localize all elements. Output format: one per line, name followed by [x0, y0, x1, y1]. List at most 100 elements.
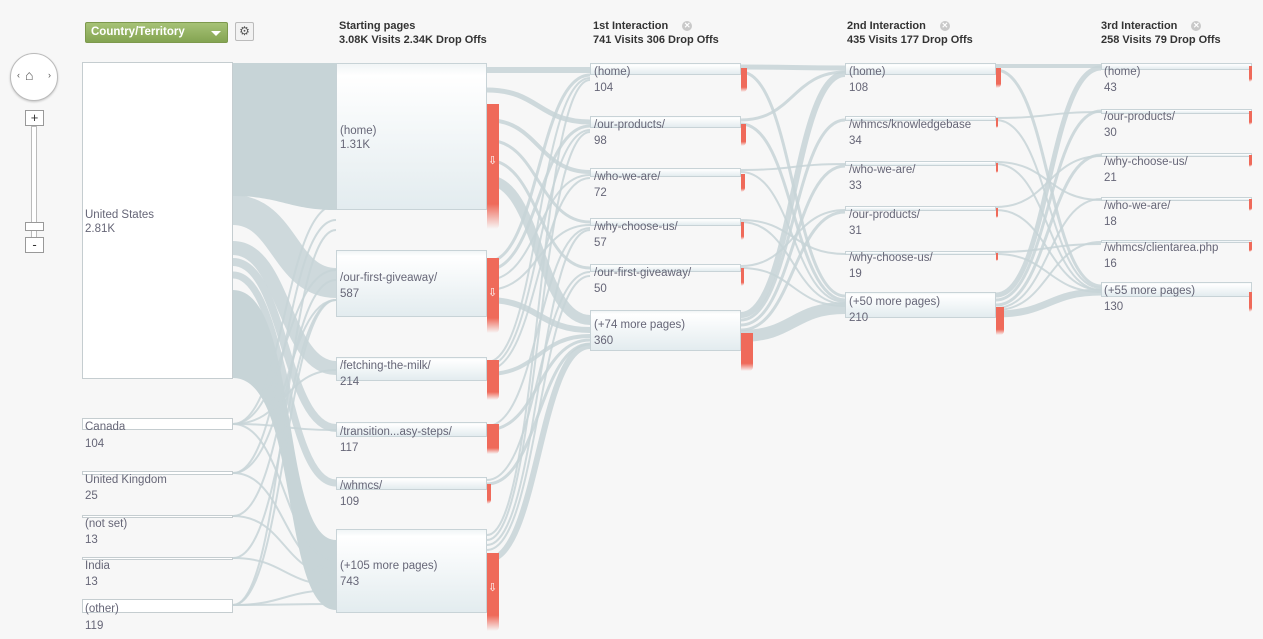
dimension-dropdown[interactable]: Country/Territory	[85, 22, 228, 43]
interaction2-node-more-pages[interactable]	[845, 292, 996, 318]
drop-off-bar[interactable]	[996, 163, 998, 173]
flow-ribbon	[486, 227, 591, 427]
zoom-out-button[interactable]: -	[25, 237, 44, 253]
country-node-canada[interactable]	[82, 418, 233, 430]
drop-off-bar[interactable]	[741, 68, 747, 92]
flow-ribbon	[232, 515, 337, 576]
arrow-down-icon: ⇩	[488, 582, 498, 594]
country-node-united-kingdom[interactable]	[82, 471, 233, 475]
column-title: Starting pages	[339, 20, 416, 32]
page-node-more-pages[interactable]	[336, 529, 487, 613]
drop-off-bar[interactable]	[996, 208, 998, 218]
drop-off-bar[interactable]	[1249, 111, 1252, 125]
page-label: /why-choose-us/21	[1104, 156, 1188, 184]
flow-ribbon	[232, 557, 337, 586]
drop-off-bar[interactable]	[741, 333, 753, 371]
page-label: (+50 more pages)210	[849, 296, 941, 324]
page-label: /our-products/31	[849, 209, 920, 237]
drop-off-bar[interactable]	[741, 222, 744, 240]
flow-ribbon	[995, 198, 1102, 309]
page-node-our-first-giveaway[interactable]	[336, 250, 487, 317]
interaction3-node-whmcs-clientarea[interactable]	[1101, 240, 1252, 243]
interaction1-node-who-we-are[interactable]	[590, 168, 741, 177]
flow-ribbon	[232, 279, 337, 517]
country-node-india[interactable]	[82, 557, 233, 560]
dimension-label: Country/Territory	[91, 26, 185, 38]
interaction1-node-our-products[interactable]	[590, 116, 741, 128]
drop-off-bar[interactable]: ⇩	[487, 258, 499, 333]
flow-ribbon	[232, 219, 337, 474]
page-label: (home)104	[594, 66, 631, 94]
arrow-down-icon: ⇩	[488, 155, 498, 167]
flow-ribbon	[232, 299, 337, 559]
flow-ribbon	[486, 224, 591, 291]
drop-off-bar[interactable]	[741, 268, 744, 286]
drop-off-bar[interactable]	[487, 360, 499, 400]
close-icon[interactable]: ✕	[682, 21, 693, 31]
country-node-not-set[interactable]	[82, 515, 233, 518]
page-node-transition[interactable]	[336, 422, 487, 437]
flow-ribbon	[486, 138, 591, 224]
interaction1-node-more-pages[interactable]	[590, 310, 741, 351]
column-stats: 258 Visits 79 Drop Offs	[1101, 34, 1221, 46]
page-node-whmcs[interactable]	[336, 477, 487, 490]
interaction1-node-home[interactable]	[590, 63, 741, 75]
flow-ribbon	[740, 210, 846, 332]
column-header-2nd-interaction: 2nd Interaction ✕ 435 Visits 177 Drop Off…	[847, 19, 973, 47]
drop-off-bar[interactable]	[741, 124, 746, 146]
drop-off-bar[interactable]	[1249, 199, 1252, 211]
flow-ribbon	[486, 87, 591, 125]
drop-off-bar[interactable]	[487, 484, 491, 504]
page-node-home[interactable]	[336, 63, 487, 210]
interaction2-node-why-choose-us[interactable]	[845, 251, 996, 255]
column-title: 2nd Interaction	[847, 20, 926, 32]
interaction1-node-our-first-giveaway[interactable]	[590, 264, 741, 272]
flow-ribbon	[740, 302, 846, 342]
pan-control[interactable]: ‹ ⌂ ›	[10, 53, 58, 101]
drop-off-bar[interactable]	[741, 174, 745, 192]
drop-off-bar[interactable]	[996, 253, 998, 261]
country-node-united-states[interactable]	[82, 62, 233, 379]
drop-off-bar[interactable]	[1249, 242, 1252, 252]
flow-ribbon	[486, 129, 591, 367]
chevron-down-icon	[211, 31, 221, 36]
column-header-starting-pages: Starting pages 3.08K Visits 2.34K Drop O…	[339, 19, 487, 47]
pan-right-icon[interactable]: ›	[48, 70, 51, 80]
page-label: /who-we-are/33	[849, 164, 916, 192]
page-node-fetching-the-milk[interactable]	[336, 357, 487, 381]
flow-ribbon	[486, 118, 591, 174]
close-icon[interactable]: ✕	[1191, 21, 1202, 31]
gear-icon[interactable]: ⚙	[235, 22, 254, 41]
home-icon[interactable]: ⌂	[25, 67, 34, 83]
column-stats: 435 Visits 177 Drop Offs	[847, 34, 973, 46]
drop-off-bar[interactable]	[996, 307, 1004, 335]
pan-left-icon[interactable]: ‹	[17, 70, 20, 80]
flow-ribbon	[486, 334, 591, 376]
drop-off-bar[interactable]	[1249, 292, 1252, 312]
page-label: /our-first-giveaway/587	[340, 272, 438, 300]
flow-ribbon	[232, 472, 337, 571]
drop-off-bar[interactable]: ⇩	[487, 553, 499, 631]
drop-off-bar[interactable]	[1249, 66, 1252, 82]
drop-off-bar[interactable]	[996, 118, 998, 128]
interaction2-node-who-we-are[interactable]	[845, 161, 996, 166]
interaction1-node-why-choose-us[interactable]	[590, 218, 741, 226]
drop-off-bar[interactable]	[1249, 155, 1252, 167]
interaction3-node-more-pages[interactable]	[1101, 282, 1252, 297]
drop-off-bar[interactable]	[487, 424, 499, 454]
interaction2-node-home[interactable]	[845, 63, 996, 75]
drop-off-bar[interactable]	[996, 68, 1001, 88]
flow-ribbon	[232, 299, 337, 474]
zoom-in-button[interactable]: +	[25, 110, 44, 126]
page-label: (home)1.31K	[340, 125, 377, 151]
column-header-3rd-interaction: 3rd Interaction✕ 258 Visits 79 Drop Offs	[1101, 19, 1221, 47]
flow-ribbon	[740, 64, 846, 71]
drop-off-bar[interactable]: ⇩	[487, 104, 499, 229]
interaction2-node-whmcs-knowledgebase[interactable]	[845, 116, 996, 121]
country-node-other[interactable]	[82, 599, 233, 613]
zoom-slider-handle[interactable]	[25, 222, 44, 231]
flow-ribbon	[231, 195, 338, 298]
close-icon[interactable]: ✕	[939, 21, 950, 31]
interaction2-node-our-products[interactable]	[845, 206, 996, 211]
